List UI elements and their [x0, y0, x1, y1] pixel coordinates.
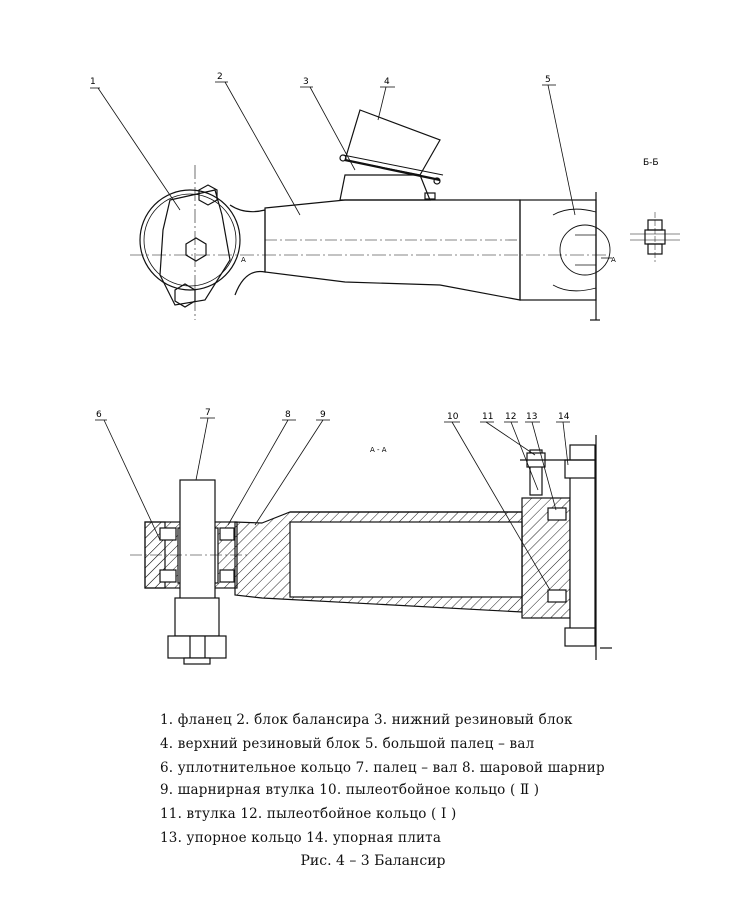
legend-line-2: 4. верхний резиновый блок 5. большой пал…: [160, 736, 535, 752]
technical-drawing-balancer: 1 2 3 4 5 Б-Б А А: [90, 72, 680, 665]
legend-line-3: 6. уплотнительное кольцо 7. палец – вал …: [160, 760, 605, 776]
leader-6: [103, 419, 161, 541]
section-mark-a: А - А: [370, 446, 387, 454]
legend-line-6: 13. упорное кольцо 14. упорная плита: [160, 830, 442, 846]
lower-rubber-block: [339, 174, 431, 201]
leader-14: [562, 421, 569, 466]
callout-4: 4: [384, 77, 390, 87]
legend-line-1: 1. фланец 2. блок балансира 3. нижний ре…: [160, 712, 573, 728]
callout-2: 2: [217, 72, 223, 82]
leader-4: [377, 86, 387, 121]
callout-9: 9: [320, 410, 326, 420]
callout-7: 7: [205, 408, 211, 418]
figure-caption: Рис. 4 – 3 Балансир: [300, 853, 446, 869]
section-mark-b: Б-Б: [643, 158, 659, 168]
bottom-view: [95, 417, 612, 665]
callout-10: 10: [447, 412, 459, 422]
leader-12: [510, 421, 539, 491]
legend-line-4: 9. шарнирная втулка 10. пылеотбойное кол…: [160, 782, 540, 798]
shaft-housing: [519, 199, 597, 301]
leader-10: [451, 421, 551, 591]
section-detail-b: [630, 212, 680, 262]
callout-8: 8: [285, 410, 291, 420]
bolt-hex-top: [198, 184, 218, 206]
callout-1: 1: [90, 77, 96, 87]
legend-line-5: 11. втулка 12. пылеотбойное кольцо ( Ⅰ ): [160, 806, 457, 822]
arrow-mark-a-1: А: [241, 256, 246, 264]
balancer-beam: [264, 199, 521, 301]
leader-13: [531, 421, 557, 511]
leader-3: [309, 86, 356, 171]
bolt-hex-middle: [185, 237, 207, 262]
leader-8: [227, 419, 289, 526]
callout-13: 13: [526, 412, 537, 422]
callout-5: 5: [545, 75, 551, 85]
callout-6: 6: [96, 410, 102, 420]
thrust-plate: [564, 459, 596, 479]
leader-2: [224, 81, 301, 216]
leader-9: [254, 419, 324, 526]
pin-nut: [167, 635, 227, 659]
leader-7: [195, 417, 209, 481]
flange-circle: [139, 189, 241, 291]
callout-14: 14: [558, 412, 570, 422]
leader-5: [547, 84, 576, 216]
leader-11: [485, 421, 536, 456]
callout-12: 12: [505, 412, 516, 422]
callout-11: 11: [482, 412, 493, 422]
arrow-mark-a-2: А: [611, 256, 616, 264]
leader-1: [97, 87, 181, 211]
top-view: [90, 81, 680, 321]
callout-3: 3: [303, 77, 309, 87]
